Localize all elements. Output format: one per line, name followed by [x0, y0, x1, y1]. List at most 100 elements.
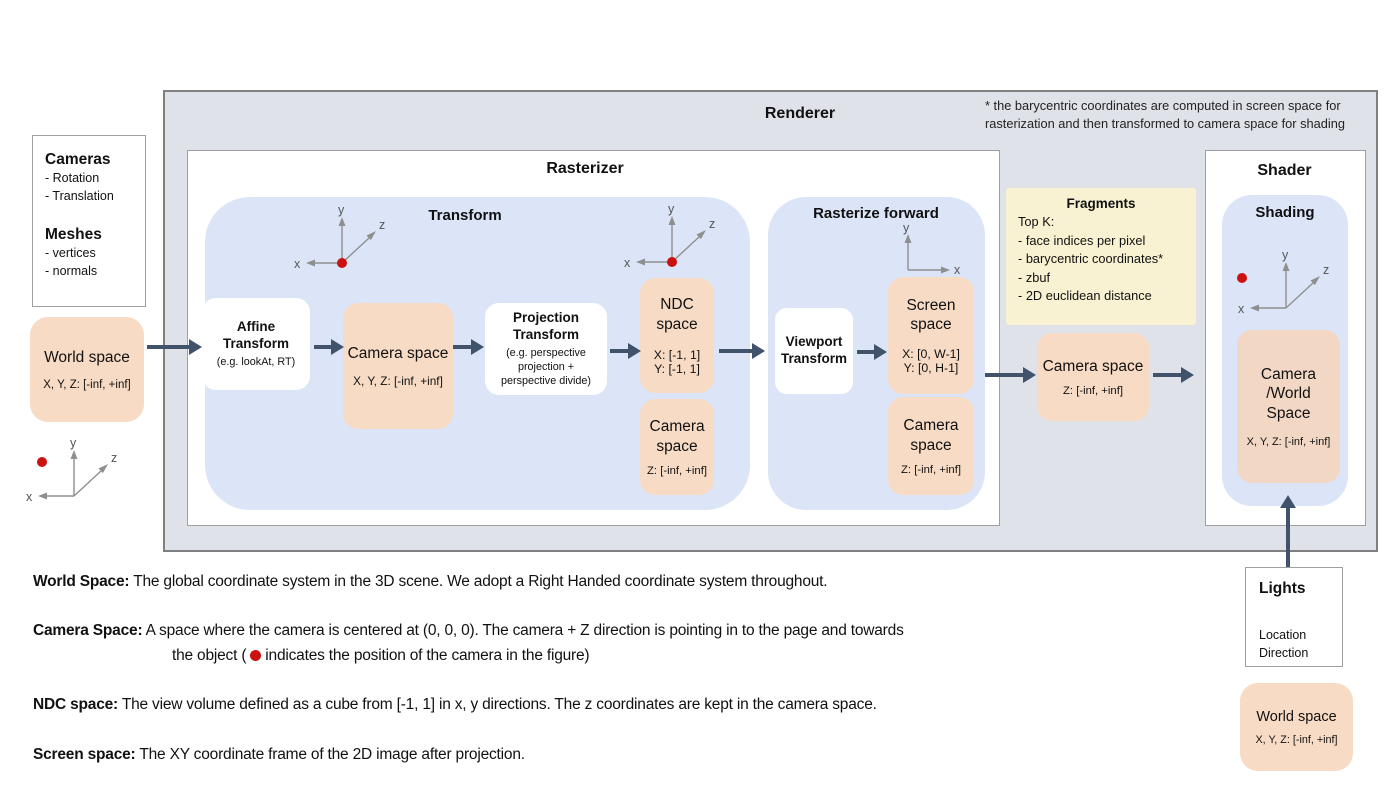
lights-item: Direction: [1259, 646, 1309, 661]
cameras-item: - Rotation: [45, 171, 100, 185]
axis-glyph-shading: x y z: [1237, 248, 1329, 316]
screen-space-title: Screen space: [906, 296, 956, 333]
arrow-world-to-affine: [147, 345, 189, 349]
camera-space-box-1: Camera space X, Y, Z: [-inf, +inf]: [343, 303, 453, 429]
cameras-heading: Cameras: [45, 151, 111, 168]
fragments-line: - zbuf: [1018, 269, 1051, 285]
cameras-item: - Translation: [45, 189, 114, 204]
camera-space-box-3: Camera space Z: [-inf, +inf]: [888, 397, 974, 495]
y-axis-label: y: [338, 203, 345, 217]
meshes-heading: Meshes: [45, 226, 102, 244]
z-axis-label: z: [111, 451, 117, 465]
definition-text: A space where the camera is centered at …: [145, 622, 904, 639]
x-axis-label: x: [624, 256, 631, 270]
camera-world-range: X, Y, Z: [-inf, +inf]: [1246, 436, 1331, 449]
inputs-box: Cameras - Rotation - Translation Meshes …: [32, 135, 146, 307]
camera-space-range: Z: [-inf, +inf]: [901, 463, 961, 476]
definition-term: Camera Space:: [33, 622, 143, 639]
y-axis-label: y: [668, 202, 675, 216]
shader-title: Shader: [1257, 162, 1312, 179]
lights-item: Location: [1259, 628, 1307, 642]
definition-term: Screen space:: [33, 746, 136, 763]
definition-text: The global coordinate system in the 3D s…: [133, 573, 828, 590]
arrow-rasterizer-to-camera: [985, 373, 1023, 377]
axis-glyph-world: x y z: [26, 436, 117, 504]
world-space-box-right: World space X, Y, Z: [-inf, +inf]: [1240, 683, 1353, 771]
world-space-title: World space: [1256, 708, 1337, 725]
meshes-item: - vertices: [45, 246, 96, 261]
lights-heading: Lights: [1259, 580, 1306, 597]
axis-glyph-screen: y x: [903, 221, 961, 277]
x-axis-label: x: [1238, 302, 1245, 316]
camera-space-title: Camera space: [347, 344, 449, 362]
definition-text: indicates the position of the camera in …: [265, 647, 590, 664]
affine-transform-box: Affine Transform (e.g. lookAt, RT): [202, 298, 310, 390]
camera-space-title: Camera space: [903, 417, 959, 454]
definition-text: The XY coordinate frame of the 2D image …: [139, 746, 525, 763]
projection-transform-box: Projection Transform (e.g. perspective p…: [485, 303, 607, 395]
ndc-range-x: X: [-1, 1]: [653, 347, 701, 362]
arrow-affine-to-camera: [314, 345, 331, 349]
definition-ndc-space: NDC space: The view volume defined as a …: [33, 696, 877, 714]
world-space-range: X, Y, Z: [-inf, +inf]: [43, 378, 131, 391]
screen-space-box: Screen space X: [0, W-1] Y: [0, H-1]: [888, 277, 974, 394]
camera-space-title: Camera space: [1042, 357, 1144, 375]
meshes-item: - normals: [45, 264, 98, 279]
rasterize-forward-title: Rasterize forward: [813, 205, 939, 222]
world-space-box-left: World space X, Y, Z: [-inf, +inf]: [30, 317, 144, 422]
viewport-transform-box: Viewport Transform: [775, 308, 853, 394]
y-axis-label: y: [70, 436, 77, 450]
fragments-box: Fragments Top K: - face indices per pixe…: [1006, 188, 1196, 325]
camera-world-line: /World: [1266, 385, 1311, 403]
x-axis-label: x: [954, 263, 961, 277]
camera-world-space-box: Camera /World Space X, Y, Z: [-inf, +inf…: [1237, 330, 1340, 483]
projection-transform-title: Projection Transform: [512, 310, 580, 342]
y-axis-label: y: [903, 221, 910, 235]
camera-space-range: Z: [-inf, +inf]: [647, 464, 707, 477]
world-space-range: X, Y, Z: [-inf, +inf]: [1255, 734, 1338, 747]
arrow-ndc-to-viewport: [719, 349, 752, 353]
x-axis-label: x: [294, 257, 301, 271]
world-space-title: World space: [44, 349, 130, 367]
screen-range-x: X: [0, W-1]: [902, 347, 960, 362]
fragments-title: Fragments: [1066, 196, 1136, 211]
definition-world-space: World Space: The global coordinate syste…: [33, 573, 828, 591]
camera-space-box-2: Camera space Z: [-inf, +inf]: [640, 399, 714, 495]
z-axis-label: z: [1323, 263, 1329, 277]
renderer-title: Renderer: [764, 105, 836, 122]
definition-camera-space-line2: the object ( indicates the position of th…: [172, 647, 590, 665]
ndc-space-title: NDC space: [656, 296, 698, 333]
note-line-2: rasterization and then transformed to ca…: [985, 115, 1345, 131]
definition-text: The view volume defined as a cube from […: [121, 696, 877, 713]
arrow-viewport-to-screen: [857, 350, 874, 354]
z-axis-label: z: [379, 218, 385, 232]
fragments-line: Top K:: [1018, 214, 1055, 229]
viewport-transform-title: Viewport Transform: [780, 334, 848, 366]
lights-box: Lights Location Direction: [1245, 567, 1343, 667]
ndc-range-y: Y: [-1, 1]: [654, 361, 700, 376]
definition-text: the object (: [172, 647, 247, 664]
ndc-space-box: NDC space X: [-1, 1] Y: [-1, 1]: [640, 278, 714, 393]
barycentric-note: * the barycentric coordinates are comput…: [985, 97, 1365, 132]
z-axis-label: z: [709, 217, 715, 231]
x-axis-label: x: [26, 490, 33, 504]
fragments-line: - 2D euclidean distance: [1018, 288, 1152, 304]
axis-glyph-ndc: x y z: [624, 202, 715, 270]
arrow-camera-to-projection: [453, 345, 471, 349]
camera-space-range: X, Y, Z: [-inf, +inf]: [353, 374, 443, 389]
affine-transform-title: Affine Transform: [222, 319, 290, 351]
rasterizer-title: Rasterizer: [546, 160, 624, 177]
camera-space-title: Camera space: [649, 418, 705, 455]
camera-world-line: Space: [1266, 404, 1311, 422]
definition-camera-space: Camera Space: A space where the camera i…: [33, 622, 904, 640]
camera-position-dot: [250, 650, 262, 661]
note-line-1: * the barycentric coordinates are comput…: [985, 98, 1341, 113]
fragments-line: - face indices per pixel: [1018, 232, 1146, 248]
definition-term: World Space:: [33, 573, 130, 590]
transform-title: Transform: [428, 207, 502, 224]
shading-title: Shading: [1255, 204, 1315, 221]
definition-screen-space: Screen space: The XY coordinate frame of…: [33, 746, 525, 764]
projection-transform-subtitle: (e.g. perspective projection + perspecti…: [500, 346, 592, 387]
affine-transform-subtitle: (e.g. lookAt, RT): [216, 355, 296, 368]
